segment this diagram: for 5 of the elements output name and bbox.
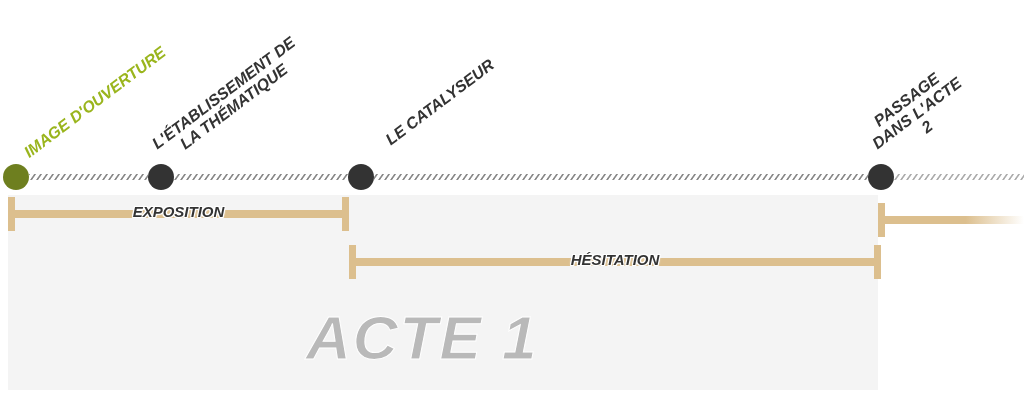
act-panel — [8, 195, 878, 390]
timeline-line — [374, 174, 868, 180]
timeline-line — [29, 174, 148, 180]
timeline-line — [174, 174, 348, 180]
timeline-line — [894, 174, 1024, 180]
